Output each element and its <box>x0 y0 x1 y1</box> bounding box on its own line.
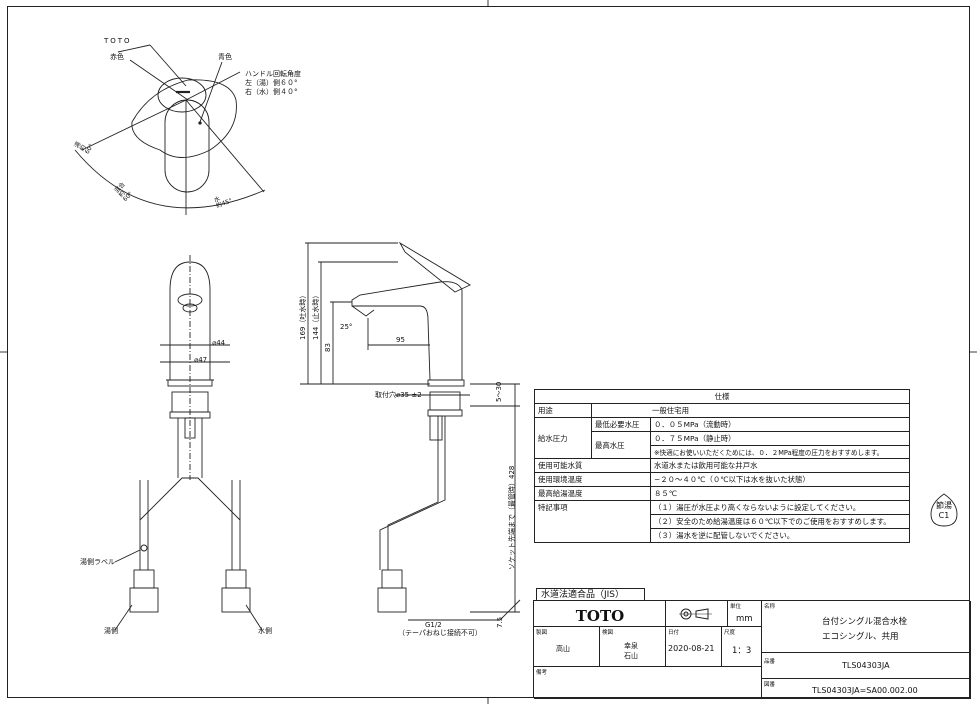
scale-value: 1：3 <box>732 646 752 656</box>
table-row: 使用可能水質水道水または飲用可能な井戸水 <box>534 458 910 473</box>
cold-side-text: 水側 <box>258 627 272 635</box>
name-line-2: エコシングル、共用 <box>822 632 899 642</box>
name-cell: 名称 台付シングル混合水栓 エコシングル、共用 <box>762 601 971 653</box>
angle-25: 25° <box>340 323 353 331</box>
front-view <box>114 255 263 631</box>
dim-83: 83 <box>324 343 332 352</box>
mark-text: 節湯 C1 <box>936 501 952 520</box>
dia-44: ⌀44 <box>212 339 226 347</box>
note-cell: 備考 <box>534 667 762 699</box>
checked-cell: 検図 幸泉 石山 <box>600 627 666 667</box>
mount-hole: 取付穴⌀35 ±2 <box>375 391 422 399</box>
checked-value-2: 石山 <box>624 652 638 660</box>
table-row: 使用環境温度−２０〜４０℃（０℃以下は水を抜いた状態） <box>534 472 910 487</box>
checked-value-1: 幸泉 <box>624 642 638 650</box>
drawn-value: 高山 <box>556 645 570 653</box>
eco-mark: 節湯 C1 <box>930 493 958 527</box>
name-line-1: 台付シングル混合水栓 <box>822 617 908 627</box>
unit-cell: 単位 mm <box>728 601 762 627</box>
scale-cell: 尺度 1：3 <box>722 627 762 667</box>
hot-side-text: 湯側 <box>104 627 118 635</box>
rotation-title: ハンドル回転角度 <box>245 70 301 78</box>
blue-label: 青色 <box>218 53 232 61</box>
taper-note: （テーパおねじ接続不可） <box>398 629 482 637</box>
dwg-cell: 図番 TLS04303JA=SA00.002.00 <box>762 679 971 699</box>
date-cell: 日付 2020-08-21 <box>666 627 722 667</box>
range-5-30: 5〜30 <box>495 381 503 402</box>
socket-dim: ソケット先端まで（最管時）428 <box>508 465 516 570</box>
projection-cell <box>666 601 728 627</box>
part-cell: 品番 TLS04303JA <box>762 653 971 679</box>
dim-169: 169（吐水時） <box>299 291 307 340</box>
title-block: TOTO 単位 mm 名称 台付シングル混合水栓 エコシングル、共用 製図 高山… <box>533 600 971 699</box>
drawing-number: TLS04303JA=SA00.002.00 <box>812 686 918 695</box>
table-row: （３）湯水を逆に配管しないでください。 <box>535 528 910 543</box>
projection-symbol <box>679 608 712 620</box>
brand-label: TOTO <box>104 37 132 45</box>
brand-logo: TOTO <box>575 607 625 625</box>
dia-47: ⌀47 <box>194 356 208 364</box>
part-number: TLS04303JA <box>842 661 890 670</box>
rotation-right: 右（水）側４０° <box>245 88 298 96</box>
red-label: 赤色 <box>110 53 124 61</box>
g-half: G1/2 <box>425 621 442 629</box>
table-row: 用途一般住宅用 <box>534 403 910 418</box>
mark-outline <box>930 493 958 527</box>
dim-144: 144（止水時） <box>312 291 320 340</box>
drawing-frame <box>7 6 970 698</box>
unit-value: mm <box>736 614 753 624</box>
dim-7-5: 7.5 <box>496 616 504 628</box>
dim-95: 95 <box>396 336 405 344</box>
hot-label-text: 湯側ラベル <box>80 558 115 566</box>
rotation-left: 左（湯）側６０° <box>245 79 298 87</box>
date-value: 2020-08-21 <box>668 644 715 653</box>
top-view <box>74 44 266 215</box>
table-row: 特記事項（１）湯圧が水圧より高くならないように設定してください。 <box>534 500 910 543</box>
brand-cell: TOTO <box>534 601 666 627</box>
spec-title: 仕様 <box>534 389 910 404</box>
jis-label: 水道法適合品（JIS） <box>536 588 645 600</box>
drawn-cell: 製図 高山 <box>534 627 600 667</box>
side-view <box>300 241 521 621</box>
